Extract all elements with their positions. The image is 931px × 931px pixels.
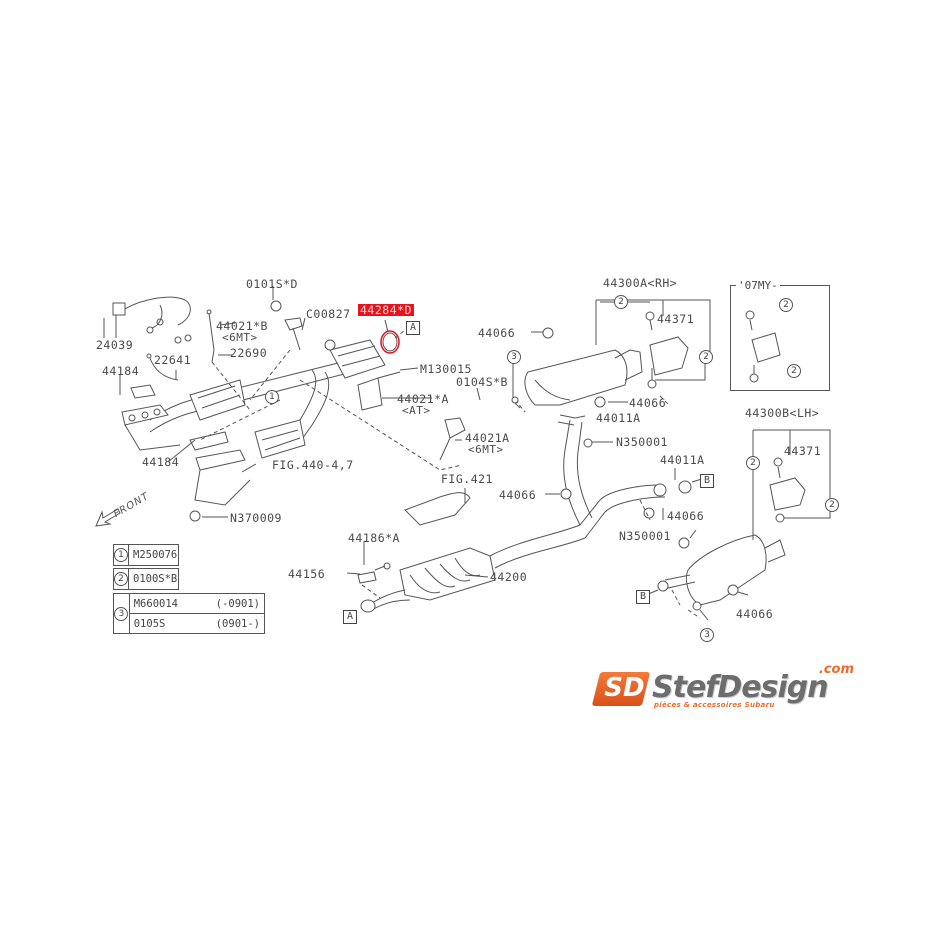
label-44184-top: 44184 [102,364,140,378]
label-fig-440[interactable]: FIG.440-4,7 [272,458,354,472]
label-44200: 44200 [490,570,528,584]
label-fig-421[interactable]: FIG.421 [441,472,493,486]
label-44066-b: 44066 [629,396,667,410]
logo-name: StefDesign [652,670,829,705]
callout-circle-2-inset-top: 2 [779,298,793,312]
label-n350001-b: N350001 [619,529,671,543]
logo-domain: .com [818,662,854,677]
legend-circle-3: 3 [114,606,129,621]
legend-circle-2: 2 [114,572,128,586]
label-44371-a: 44371 [657,312,695,326]
label-44300a-rh: 44300A<RH> [603,276,678,290]
label-44066-e: 44066 [736,607,774,621]
label-0104s-b: 0104S*B [456,375,508,389]
label-44300b-lh: 44300B<LH> [745,406,820,420]
callout-circle-2-lh-left: 2 [746,456,760,470]
label-44021-a-at: 44021*A [397,392,449,406]
ref-box-a-bottom: A [343,610,357,624]
logo-tagline: pièces & accessoires Subaru [654,701,775,709]
label-44011a-b: 44011A [660,453,705,467]
label-22641: 22641 [154,353,192,367]
label-44021a-6mt: 44021A [465,431,510,445]
label-44284-d-highlighted[interactable]: 44284*D [358,303,414,317]
label-44156: 44156 [288,567,326,581]
label-44066-a: 44066 [478,326,516,340]
callout-circle-2-rh-right: 2 [699,350,713,364]
legend-range: (0901-) [215,617,260,630]
label-44021-b: 44021*B [216,319,268,333]
label-44021-a-at-variant: <AT> [402,404,431,417]
label-22690: 22690 [230,346,268,360]
label-n350001-a: N350001 [616,435,668,449]
inset-07my-title: '07MY- [736,279,780,292]
logo-mark-icon: SD [591,672,651,706]
label-44021-b-variant: <6MT> [222,331,258,344]
legend-row-2: 2 0100S*B [113,568,179,590]
legend-row-1: 1 M250076 [113,544,179,566]
callout-circle-2-inset-bottom: 2 [787,364,801,378]
legend-part: 0105S [133,617,166,630]
label-44371-b: 44371 [784,444,822,458]
label-n370009: N370009 [230,511,282,525]
label-44066-d: 44066 [667,509,705,523]
label-44184-bottom: 44184 [142,455,180,469]
label-44011a-a: 44011A [596,411,641,425]
legend-row-3: 3 M660014 (-0901) 0105S (0901-) [113,593,265,634]
callout-circle-3-bottom: 3 [700,628,714,642]
legend-range: (-0901) [215,597,260,610]
callout-circle-1: 1 [265,390,279,404]
label-0101s-d: 0101S*D [246,277,298,291]
ref-box-a-top: A [406,321,420,335]
label-44186-a: 44186*A [348,531,400,545]
legend-value-2: 0100S*B [133,573,178,585]
ref-box-b-top: B [700,474,714,488]
stefdesign-logo[interactable]: SD StefDesign .com pièces & accessoires … [591,662,858,712]
legend-circle-1: 1 [114,548,128,562]
label-m130015: M130015 [420,362,472,376]
callout-circle-3-top: 3 [507,350,521,364]
front-arrow-icon [95,508,121,527]
inset-07my-box [730,285,830,391]
label-24039: 24039 [96,338,134,352]
label-44021a-6mt-variant: <6MT> [468,443,504,456]
legend-value-1: M250076 [133,549,178,561]
callout-circle-2-lh-right: 2 [825,498,839,512]
legend-row-3-line-1: M660014 (-0901) [130,594,264,613]
legend-part: M660014 [133,597,178,610]
label-44066-c: 44066 [499,488,537,502]
ref-box-b-bottom: B [636,590,650,604]
label-c00827: C00827 [306,307,351,321]
callout-circle-2-rh-top: 2 [614,295,628,309]
legend-row-3-line-2: 0105S (0901-) [129,613,264,633]
